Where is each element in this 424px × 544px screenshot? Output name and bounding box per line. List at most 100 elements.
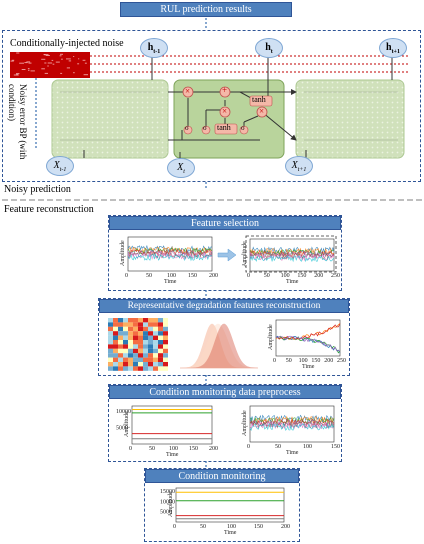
heatmap-cell	[128, 348, 133, 354]
x-tick-label: 250	[337, 358, 346, 364]
heatmap-cell	[123, 331, 128, 336]
selected-feature-line	[249, 254, 335, 263]
noise-label: Conditionally-injected noise	[10, 38, 124, 49]
heatmap-cell	[133, 366, 138, 371]
preprocess-header: Condition monitoring data preprocess	[109, 385, 341, 399]
heatmap-cell	[138, 322, 143, 327]
x-tick-label: 0	[247, 444, 250, 450]
heatmap-cell	[153, 348, 158, 354]
heatmap-cell	[158, 353, 163, 358]
heatmap-cell	[118, 357, 123, 362]
heatmap-cell	[118, 362, 123, 367]
y-axis-label: Amplitude	[242, 410, 248, 436]
heatmap-cell	[153, 344, 158, 349]
selection-box	[245, 235, 337, 273]
x-axis-label: Time	[166, 452, 179, 458]
x-tick-label: 50	[146, 273, 152, 279]
heatmap-cell	[113, 326, 118, 332]
noisy-prediction-label: Noisy prediction	[4, 184, 71, 195]
heatmap-cell	[138, 331, 143, 336]
gaussian-curve	[180, 323, 258, 369]
heatmap-cell	[153, 322, 158, 327]
heatmap-cell	[163, 353, 168, 358]
heatmap-cell	[158, 362, 163, 367]
heatmap-cell	[148, 335, 153, 340]
heatmap-cell	[113, 366, 118, 371]
heatmap-cell	[153, 331, 158, 336]
heatmap-cell	[133, 326, 138, 332]
x-prev-node: Xt-1	[46, 156, 74, 176]
heatmap-cell	[118, 331, 123, 336]
x-tick-label: 150	[188, 273, 197, 279]
heatmap-cell	[138, 340, 143, 345]
heatmap-cell	[158, 340, 163, 345]
x-tick-label: 150	[311, 358, 320, 364]
heatmap-cell	[143, 326, 148, 332]
noise-speck	[82, 59, 86, 61]
section-divider	[2, 199, 422, 201]
x-axis-label: Time	[302, 364, 315, 370]
heatmap-cell	[108, 331, 113, 336]
heatmap-cell	[133, 322, 138, 327]
heatmap-cell	[118, 322, 123, 327]
heatmap-cell	[108, 318, 113, 323]
x-tick-label: 0	[273, 358, 276, 364]
heatmap-cell	[123, 357, 128, 362]
heatmap-cell	[113, 344, 118, 349]
heatmap-cell	[118, 318, 123, 323]
heatmap-cell	[123, 344, 128, 349]
heatmap-cell	[158, 326, 163, 332]
heatmap-cell	[138, 318, 143, 323]
noise-speck	[47, 62, 53, 64]
heatmap-cell	[113, 353, 118, 358]
degradation-feature-line	[275, 323, 341, 340]
y-tick-label: 10000	[160, 499, 175, 505]
heatmap-cell	[163, 331, 168, 336]
noise-speck	[66, 67, 70, 69]
lstm-diagram	[35, 18, 410, 190]
normalized-sensor-line	[249, 423, 335, 431]
heatmap-cell	[113, 318, 118, 323]
x-tick-label: 150	[297, 273, 306, 279]
x-tick-label: 100	[167, 273, 176, 279]
noise-speck	[59, 55, 62, 57]
noise-speck	[45, 55, 50, 56]
heatmap-cell	[153, 318, 158, 323]
x-tick-label: 200	[209, 273, 218, 279]
raw-feature-line	[127, 253, 213, 262]
rul-results-header: RUL prediction results	[120, 2, 292, 17]
heatmap-cell	[108, 344, 113, 349]
heatmap-cell	[123, 340, 128, 345]
heatmap-cell	[163, 366, 168, 371]
noise-speck	[47, 65, 49, 67]
x-tick-label: 100	[299, 358, 308, 364]
heatmap-cell	[148, 348, 153, 354]
heatmap-cell	[123, 318, 128, 323]
heatmap-cell	[143, 366, 148, 371]
x-tick-label: 100	[303, 444, 312, 450]
heatmap-cell	[143, 353, 148, 358]
noise-speck	[11, 59, 15, 61]
noise-speck	[52, 63, 55, 65]
heatmap-cell	[153, 357, 158, 362]
heatmap-cell	[118, 326, 123, 332]
y-axis-label: Amplitude	[124, 411, 130, 437]
heatmap-cell	[148, 344, 153, 349]
heatmap-cell	[113, 357, 118, 362]
heatmap-cell	[118, 366, 123, 371]
heatmap-cell	[143, 318, 148, 323]
heatmap-cell	[133, 335, 138, 340]
heatmap-cell	[123, 322, 128, 327]
heatmap-cell	[118, 353, 123, 358]
noise-speck	[61, 58, 63, 60]
noise-image	[10, 52, 90, 78]
heatmap-cell	[108, 326, 113, 332]
y-tick-label: 5000	[116, 425, 128, 431]
heatmap-cell	[153, 366, 158, 371]
heatmap-cell	[138, 357, 143, 362]
noise-speck	[66, 58, 71, 60]
gaussian-curve	[179, 323, 258, 369]
heatmap-cell	[108, 335, 113, 340]
